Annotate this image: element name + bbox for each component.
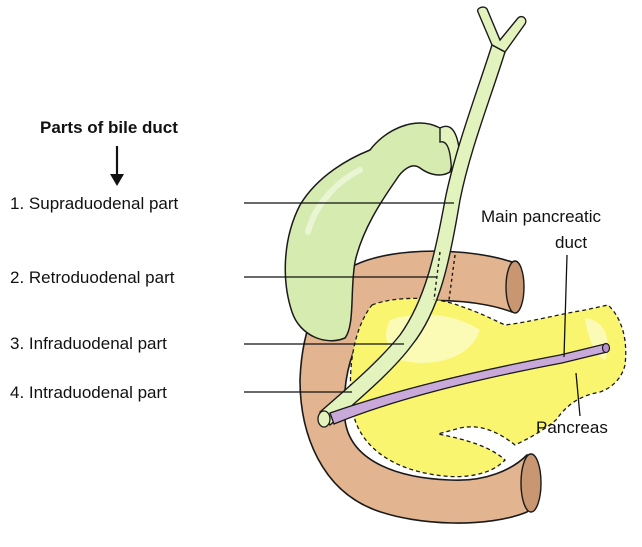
label-infraduodenal: 3. Infraduodenal part xyxy=(10,334,167,353)
label-pancreas: Pancreas xyxy=(536,418,608,437)
label-supraduodenal: 1. Supraduodenal part xyxy=(10,194,179,213)
down-arrow-icon xyxy=(110,146,124,186)
pancreas xyxy=(350,298,625,476)
label-retroduodenal: 2. Retroduodenal part xyxy=(10,268,175,287)
parts-heading: Parts of bile duct xyxy=(40,118,178,137)
label-main-pancreatic-duct-line2: duct xyxy=(555,233,587,252)
label-intraduodenal: 4. Intraduodenal part xyxy=(10,383,167,402)
label-main-pancreatic-duct: Main pancreatic xyxy=(481,207,602,226)
